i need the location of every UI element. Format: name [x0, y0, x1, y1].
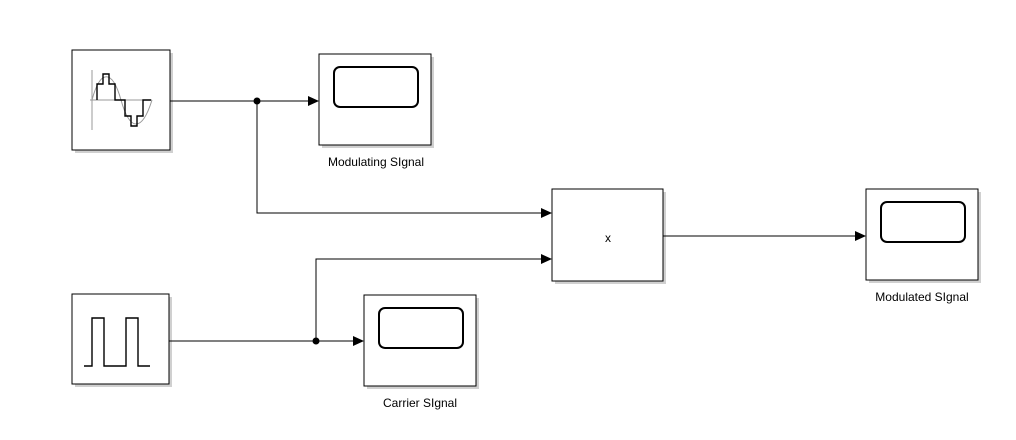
wire-pulse-to-scope[interactable] — [169, 336, 364, 346]
scope-modulating-label: Modulating SIgnal — [328, 155, 424, 169]
wire-sine-to-product[interactable] — [256, 101, 552, 218]
quantized-sine-icon — [90, 70, 153, 130]
branch-point — [312, 337, 320, 345]
scope-carrier-block[interactable]: Carrier SIgnal — [363, 294, 479, 410]
wire-product-to-scope[interactable] — [663, 231, 866, 241]
sine-source-block[interactable] — [71, 49, 173, 153]
product-block[interactable]: x — [551, 188, 666, 284]
square-wave-icon — [84, 317, 150, 367]
scope-screen-icon — [880, 201, 966, 243]
branch-point — [253, 97, 261, 105]
wire-sine-to-scope[interactable] — [170, 96, 319, 106]
scope-modulating-block[interactable]: Modulating SIgnal — [318, 53, 434, 169]
wire-pulse-to-product[interactable] — [315, 254, 552, 341]
product-operator: x — [605, 231, 611, 245]
scope-screen-icon — [333, 66, 419, 108]
scope-modulated-label: Modulated SIgnal — [875, 290, 968, 304]
scope-carrier-label: Carrier SIgnal — [383, 396, 457, 410]
pulse-source-block[interactable] — [71, 293, 172, 387]
scope-screen-icon — [378, 307, 464, 349]
scope-modulated-block[interactable]: Modulated SIgnal — [865, 188, 981, 304]
